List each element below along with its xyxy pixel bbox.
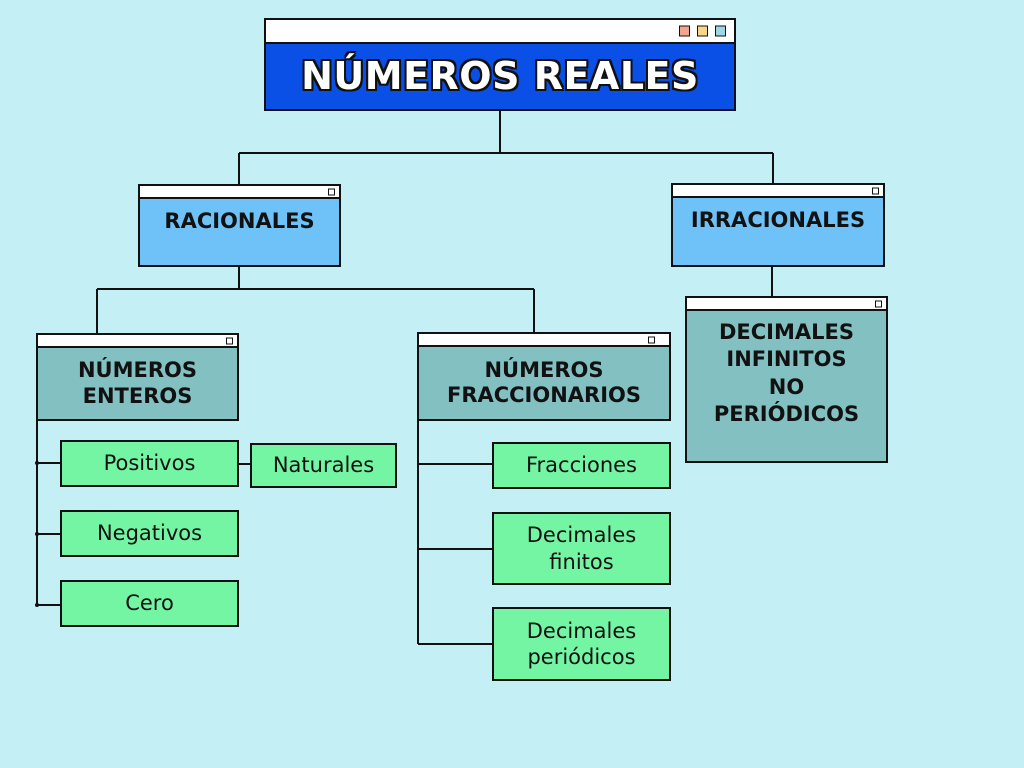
window-dot-icon bbox=[679, 25, 690, 37]
window-dot-icon bbox=[697, 25, 708, 37]
page-title: NÚMEROS REALES bbox=[301, 53, 699, 98]
node-numeros-enteros: NÚMEROS ENTEROS bbox=[36, 333, 239, 421]
window-dot-icon bbox=[715, 25, 726, 37]
window-dot-icon bbox=[875, 300, 882, 307]
leaf-cero: Cero bbox=[60, 580, 239, 627]
node-fraccionarios-label: NÚMEROS FRACCIONARIOS bbox=[446, 357, 642, 407]
leaf-positivos: Positivos bbox=[60, 440, 239, 487]
leaf-fracciones: Fracciones bbox=[492, 442, 671, 489]
window-dot-icon bbox=[226, 337, 233, 344]
leaf-decimales-finitos: Decimales finitos bbox=[492, 512, 671, 585]
node-enteros-label: NÚMEROS ENTEROS bbox=[77, 358, 198, 408]
window-dot-icon bbox=[328, 188, 335, 195]
node-decimales-infinitos: DECIMALES INFINITOS NO PERIÓDICOS bbox=[685, 296, 888, 463]
node-irracionales: IRRACIONALES bbox=[671, 183, 885, 267]
window-dot-icon bbox=[872, 187, 879, 194]
node-racionales-label: RACIONALES bbox=[164, 209, 315, 233]
title-box-bar bbox=[266, 20, 734, 44]
node-irracionales-label: IRRACIONALES bbox=[690, 208, 866, 232]
node-decimales-infinitos-label: DECIMALES INFINITOS NO PERIÓDICOS bbox=[713, 320, 860, 426]
title-box: NÚMEROS REALES bbox=[264, 18, 736, 111]
node-numeros-fraccionarios: NÚMEROS FRACCIONARIOS bbox=[417, 332, 671, 421]
leaf-naturales: Naturales bbox=[250, 443, 397, 488]
node-racionales: RACIONALES bbox=[138, 184, 341, 267]
window-dot-icon bbox=[648, 336, 655, 343]
leaf-decimales-periodicos: Decimales periódicos bbox=[492, 607, 671, 681]
leaf-negativos: Negativos bbox=[60, 510, 239, 557]
